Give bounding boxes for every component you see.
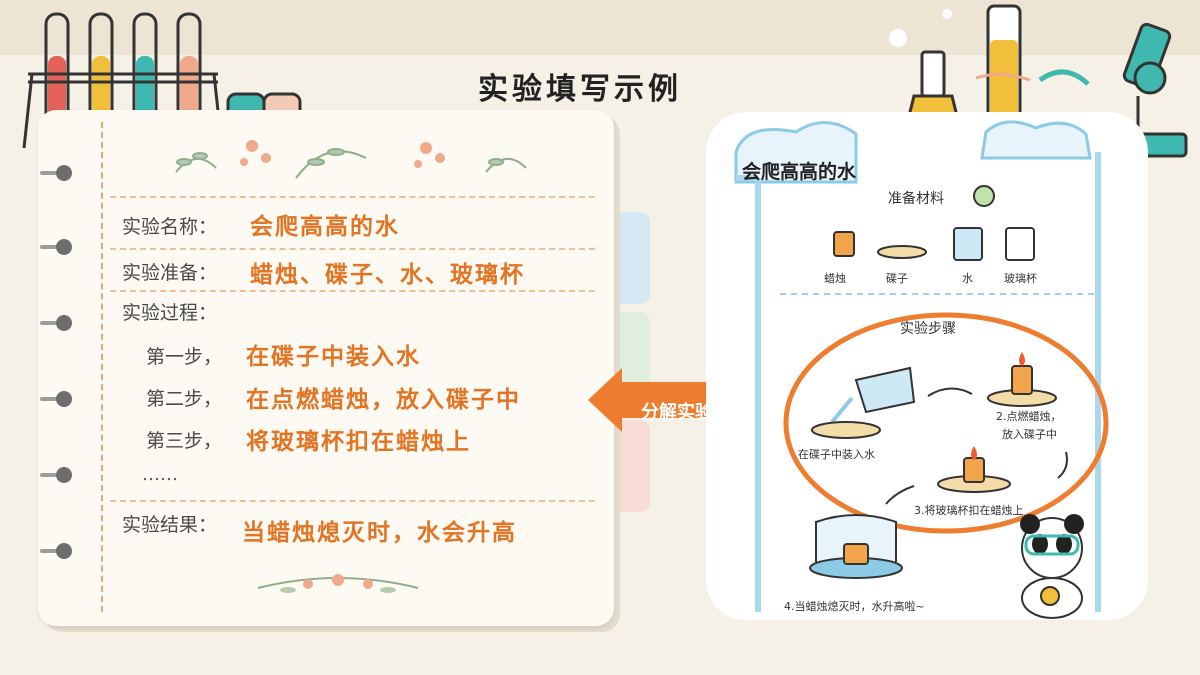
material-label: 碟子 (886, 272, 908, 285)
experiment-result-label: 实验结果： (122, 514, 218, 536)
row-divider (110, 248, 595, 250)
step3-value: 将玻璃杯扣在蜡烛上 (246, 428, 471, 455)
step1-value: 在碟子中装入水 (246, 343, 421, 370)
notebook-ring (40, 315, 74, 331)
illustration-frame (734, 120, 1109, 619)
flask-icon (906, 50, 960, 122)
illustration-step1: 在碟子中装入水 (798, 448, 875, 461)
step1-label: 第一步， (146, 346, 223, 368)
material-label: 玻璃杯 (1004, 272, 1037, 285)
test-tube-rack-icon (22, 12, 302, 149)
experiment-result-value: 当蜡烛熄灭时，水会升高 (242, 519, 517, 546)
beaker-icon (975, 4, 1031, 136)
illustration-title: 会爬高高的水 (742, 161, 857, 183)
illustration-step4: 4.当蜡烛熄灭时，水升高啦~ (784, 600, 925, 613)
notebook-ring (40, 165, 74, 181)
materials-heading: 准备材料 (888, 191, 944, 207)
illustration-step2-line1: 2.点燃蜡烛， (996, 410, 1062, 423)
notebook-ring (40, 543, 74, 559)
notebook-margin-line (101, 122, 103, 612)
row-divider (110, 290, 595, 292)
row-divider (110, 196, 595, 198)
notebook-tab-blue (616, 212, 650, 304)
lab-equipment-decoration (889, 4, 1188, 158)
notebook-ring (40, 239, 74, 255)
step2-value: 在点燃蜡烛，放入碟子中 (246, 386, 521, 413)
floral-divider-icon (257, 574, 419, 593)
row-divider (110, 500, 595, 502)
illustration-step2-line2: 放入碟子中 (1002, 428, 1057, 441)
page-title: 实验填写示例 (478, 72, 682, 107)
step2-label: 第二步， (146, 388, 223, 410)
experiment-process-label: 实验过程： (122, 302, 218, 324)
experiment-name-value: 会爬高高的水 (250, 213, 400, 240)
notebook-ring (40, 391, 74, 407)
notebook-ring (40, 467, 74, 483)
experiment-name-label: 实验名称： (122, 216, 218, 238)
notebook-tab-pink (616, 420, 650, 512)
experiment-prep-label: 实验准备： (122, 262, 218, 284)
step3-label: 第三步， (146, 430, 223, 452)
illustration-card: 会爬高高的水 准备材料 蜡烛 碟子 水 玻璃杯 实验步骤 在碟子中装入水 2.点… (706, 112, 1148, 620)
material-label: 水 (962, 272, 973, 285)
material-label: 蜡烛 (824, 272, 846, 285)
steps-heading: 实验步骤 (900, 321, 956, 337)
panda-icon (1020, 514, 1084, 619)
floral-divider-icon (175, 140, 527, 179)
ellipsis: …… (142, 464, 178, 485)
illustration-step3: 3.将玻璃杯扣在蜡烛上 (914, 504, 1024, 517)
experiment-prep-value: 蜡烛、碟子、水、玻璃杯 (250, 261, 525, 288)
